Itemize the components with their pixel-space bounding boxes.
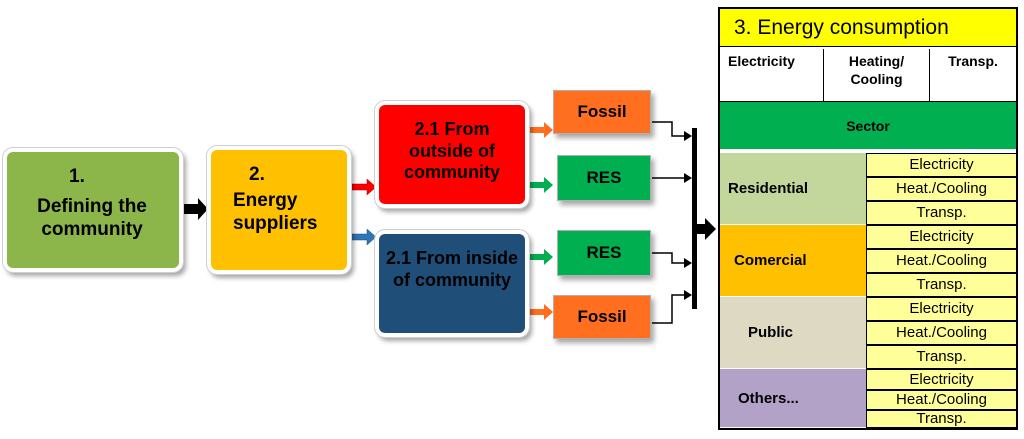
others-heat-cooling: Heat./Cooling bbox=[866, 390, 1016, 410]
arrow-to-fossil-top bbox=[530, 122, 553, 138]
public-transp: Transp. bbox=[866, 345, 1016, 369]
res-top-box: RES bbox=[557, 155, 651, 201]
comercial-transp: Transp. bbox=[866, 273, 1016, 297]
fossil-top-box: Fossil bbox=[553, 90, 651, 134]
defining-number: 1. bbox=[69, 166, 85, 187]
inside-text: 2.1 From inside of community bbox=[385, 248, 519, 290]
public-electricity: Electricity bbox=[866, 297, 1016, 321]
residential-heat-cooling: Heat./Cooling bbox=[866, 177, 1016, 201]
sector-residential: Residential bbox=[720, 153, 866, 225]
sector-others: Others... bbox=[720, 369, 866, 428]
sector-gap bbox=[720, 149, 1016, 153]
arrow-to-table bbox=[697, 218, 716, 240]
defining-text: Defining the community bbox=[37, 196, 147, 240]
comercial-heat-cooling: Heat./Cooling bbox=[866, 249, 1016, 273]
table-title: 3. Energy consumption bbox=[720, 9, 1016, 47]
sector-header: Sector bbox=[720, 101, 1016, 150]
from-inside-box: 2.1 From inside of community bbox=[374, 229, 530, 338]
arrow-to-inside bbox=[351, 228, 377, 246]
others-transp: Transp. bbox=[866, 410, 1016, 428]
line-fossil-top bbox=[652, 121, 688, 137]
sector-comercial: Comercial bbox=[720, 225, 866, 297]
fossil-bottom-box: Fossil bbox=[553, 295, 651, 339]
comercial-electricity: Electricity bbox=[866, 225, 1016, 249]
res-bottom-box: RES bbox=[557, 230, 651, 276]
residential-transp: Transp. bbox=[866, 201, 1016, 225]
line-res-bottom bbox=[652, 252, 688, 264]
arrow-to-outside bbox=[351, 178, 377, 196]
defining-community-box: 1. Defining the community bbox=[2, 147, 184, 273]
residential-electricity: Electricity bbox=[866, 153, 1016, 177]
header-electricity: Electricity bbox=[720, 49, 824, 101]
others-electricity: Electricity bbox=[866, 369, 1016, 390]
collector-bar bbox=[692, 128, 697, 309]
line-fossil-bottom bbox=[652, 294, 688, 324]
sector-public: Public bbox=[720, 297, 866, 369]
arrow-to-fossil-bottom bbox=[530, 304, 553, 320]
header-heating-cooling: Heating/ Cooling bbox=[824, 49, 930, 101]
header-heating-cooling-text: Heating/ Cooling bbox=[848, 53, 905, 87]
suppliers-text: Energy suppliers bbox=[233, 190, 318, 234]
energy-consumption-table: 3. Energy consumption Electricity Heatin… bbox=[718, 7, 1018, 430]
public-heat-cooling: Heat./Cooling bbox=[866, 321, 1016, 345]
arrow-defining-to-suppliers bbox=[183, 198, 208, 220]
from-outside-box: 2.1 From outside of community bbox=[374, 100, 530, 209]
suppliers-number: 2. bbox=[249, 164, 265, 185]
energy-suppliers-box: 2. Energy suppliers bbox=[206, 145, 352, 275]
header-transp: Transp. bbox=[948, 53, 998, 69]
arrow-to-res-top bbox=[530, 177, 553, 193]
arrow-to-res-bottom bbox=[530, 249, 553, 265]
outside-text: 2.1 From outside of community bbox=[403, 119, 500, 183]
